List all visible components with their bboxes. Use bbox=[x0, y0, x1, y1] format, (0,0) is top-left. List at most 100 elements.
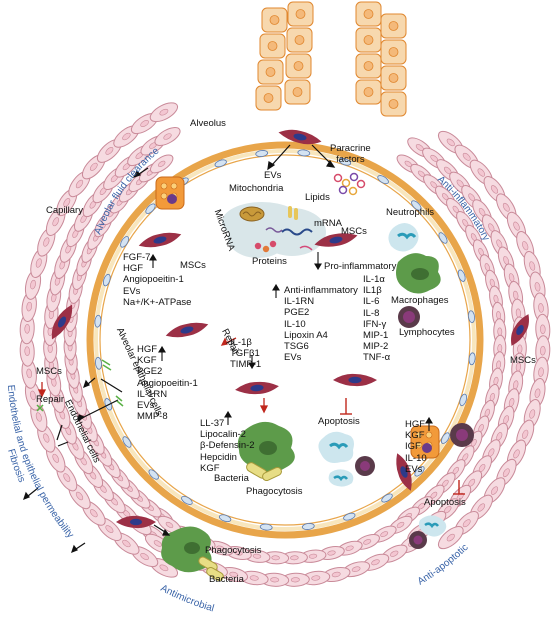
apoptosis-label-inner: Apoptosis bbox=[318, 416, 360, 427]
factor-item: IGF bbox=[405, 441, 421, 453]
fibrosis-down-factors: IL-1β TGFβ1 TIMP-1 bbox=[230, 337, 261, 371]
neutrophil-icon bbox=[388, 223, 419, 252]
paracrine-factors-label: Paracrine factors bbox=[330, 143, 371, 165]
apoptotic-cells-inner bbox=[316, 431, 375, 487]
membrane-nucleus bbox=[145, 203, 156, 214]
epithelial-cell-columns bbox=[255, 1, 407, 117]
msc-cell bbox=[51, 304, 73, 340]
lipids-label: Lipids bbox=[305, 192, 330, 203]
apoptosis-label-outer: Apoptosis bbox=[424, 497, 466, 508]
arc-antimicrobial: Antimicrobial bbox=[159, 583, 216, 614]
membrane-nucleus bbox=[122, 436, 132, 448]
membrane-nucleus bbox=[459, 393, 468, 407]
factor-item: KGF bbox=[405, 430, 425, 442]
macrophage-phagocytosis-inner bbox=[237, 421, 295, 473]
factor-item: EVs bbox=[284, 352, 302, 364]
factor-item: IL-1α bbox=[363, 274, 385, 285]
msc-label-top: MSCs bbox=[341, 226, 367, 237]
factor-item: TSG6 bbox=[284, 341, 309, 353]
factor-item: IL-10 bbox=[284, 318, 306, 330]
anti-inflammatory-factors: Anti-inflammatory IL-1RN PGE2 IL-10 Lipo… bbox=[284, 285, 358, 363]
phagocytosis-label-inner: Phagocytosis bbox=[246, 486, 303, 497]
membrane-nucleus bbox=[259, 523, 273, 531]
factor-item: Anti-inflammatory bbox=[284, 285, 358, 296]
membrane-nucleus bbox=[297, 149, 311, 157]
endothelial-cell bbox=[437, 526, 464, 550]
antimicrobial-factors: LL-37 Lipocalin-2 β-Defensin-2 Hepcidin … bbox=[200, 418, 255, 474]
factor-item: IL1β bbox=[363, 285, 382, 297]
factor-item: LL-37 bbox=[200, 418, 225, 429]
factor-item: β-Defensin-2 bbox=[200, 440, 255, 452]
anti-apoptotic-factors: HGF KGF IGF IL-10 EVs bbox=[405, 419, 427, 475]
endothelial-cell bbox=[150, 154, 174, 174]
msc-cell bbox=[235, 381, 279, 395]
macrophage-phagocytosis-outer bbox=[161, 526, 224, 581]
factor-item: KGF bbox=[137, 355, 157, 367]
factor-item: Na+/K+-ATPase bbox=[123, 296, 192, 308]
bacteria-label-inner: Bacteria bbox=[214, 473, 249, 484]
mitochondria-label: Mitochondria bbox=[229, 183, 284, 194]
membrane-nucleus bbox=[438, 232, 448, 244]
factor-item: MIP-1 bbox=[363, 330, 389, 342]
msc-cell bbox=[333, 373, 377, 387]
factor-item: IL-8 bbox=[363, 307, 380, 319]
msc-cell bbox=[138, 232, 182, 248]
alveolus-label: Alveolus bbox=[190, 118, 226, 129]
membrane-nucleus bbox=[94, 314, 102, 328]
apoptotic-cells-outer bbox=[409, 423, 474, 549]
msc-cells bbox=[51, 129, 529, 529]
factor-item: TGFβ1 bbox=[230, 348, 260, 360]
factor-item: IL-6 bbox=[363, 296, 380, 308]
factor-item: EVs bbox=[137, 400, 155, 412]
junction-marks bbox=[36, 359, 124, 412]
membrane-nucleus bbox=[95, 356, 102, 370]
capillary-label: Capillary bbox=[46, 205, 83, 216]
membrane-nucleus bbox=[148, 469, 159, 480]
msc-cell bbox=[396, 453, 412, 491]
factor-item: TIMP-1 bbox=[230, 359, 262, 371]
membrane-nucleus bbox=[218, 514, 232, 523]
mrna-label: mRNA bbox=[314, 218, 342, 229]
alveolus-membrane-inner-edge bbox=[99, 154, 471, 526]
msc-label-right: MSCs bbox=[510, 355, 536, 366]
factor-item: Lipoxin A4 bbox=[284, 329, 328, 341]
lymphocyte-icon bbox=[398, 306, 420, 328]
up-down-arrows bbox=[149, 252, 433, 431]
alveolus-membrane-outer bbox=[86, 141, 484, 539]
membrane-nucleus bbox=[468, 310, 475, 324]
factor-item: TNF-α bbox=[363, 352, 391, 364]
factor-item: MIP-2 bbox=[363, 341, 389, 353]
proteins-icon bbox=[254, 240, 277, 253]
msc-cell bbox=[511, 314, 529, 346]
membrane-nucleus bbox=[440, 432, 450, 444]
lipids-icon bbox=[288, 206, 292, 218]
msc-cell bbox=[278, 129, 322, 145]
membrane-nucleus bbox=[457, 269, 466, 282]
membrane-nucleus bbox=[377, 175, 389, 185]
macrophages-label: Macrophages bbox=[391, 295, 449, 306]
paracrine-factors-icon bbox=[333, 172, 366, 196]
msc-cell bbox=[116, 515, 156, 529]
factor-item: Hepcidin bbox=[200, 451, 237, 463]
msc-label-left: MSCs bbox=[180, 260, 206, 271]
repair-label-left: Repair bbox=[36, 394, 64, 405]
factor-item: KGF bbox=[200, 462, 220, 474]
factor-item: HGF bbox=[405, 419, 426, 430]
factor-item: Angiopoeitin-1 bbox=[123, 274, 184, 286]
type-ii-cells bbox=[155, 176, 440, 459]
repair-arrows-red bbox=[37, 337, 269, 414]
endothelial-cell bbox=[154, 127, 181, 146]
macrophage-icon bbox=[396, 253, 441, 294]
pro-inflammatory-label: Pro-inflammatory bbox=[324, 261, 397, 272]
bacteria-label-outer: Bacteria bbox=[209, 574, 244, 585]
arrows bbox=[23, 144, 336, 554]
factor-item: IL-1RN bbox=[137, 388, 168, 400]
evs-label: EVs bbox=[264, 170, 282, 181]
factor-item: EVs bbox=[123, 285, 141, 297]
factor-item: PGE2 bbox=[137, 366, 163, 378]
membrane-nucleus bbox=[381, 493, 393, 503]
membrane-nucleus bbox=[102, 273, 111, 287]
factor-item: Angiopoeitin-1 bbox=[137, 377, 198, 389]
msc-cell bbox=[165, 322, 209, 338]
